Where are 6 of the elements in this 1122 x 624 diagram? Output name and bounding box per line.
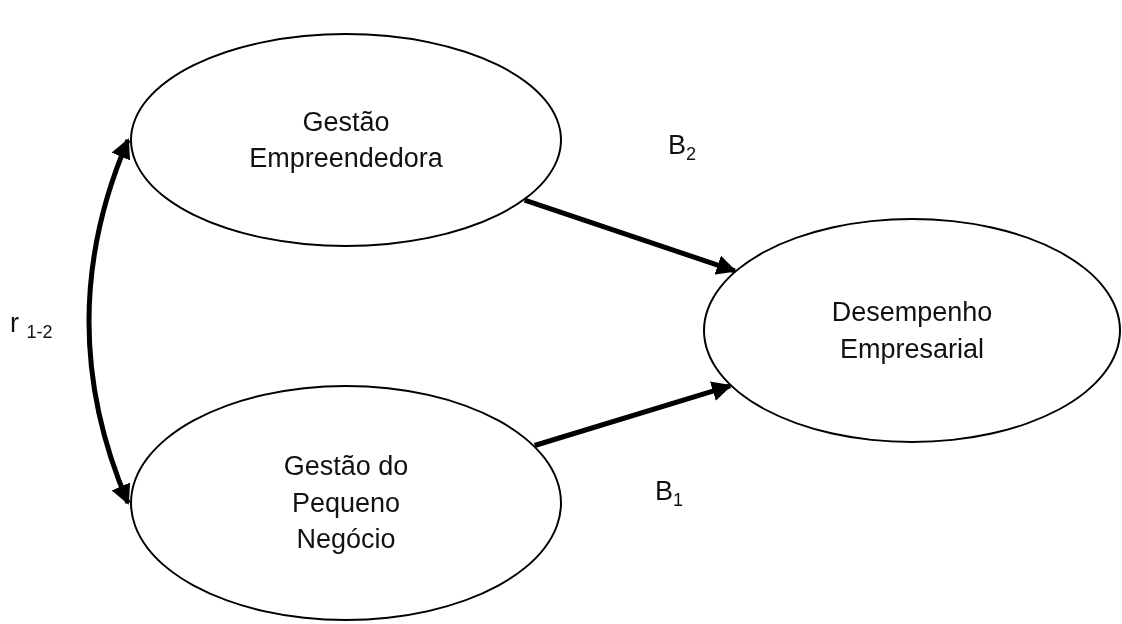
curved-double-arrow xyxy=(86,138,131,505)
node-label: Gestão Empreendedora xyxy=(248,105,444,175)
arrow xyxy=(533,381,733,448)
node-label: Desempenho Empresarial xyxy=(830,296,994,366)
node-label: Gestão do Pequeno Negócio xyxy=(282,450,410,557)
arrow xyxy=(523,197,737,275)
